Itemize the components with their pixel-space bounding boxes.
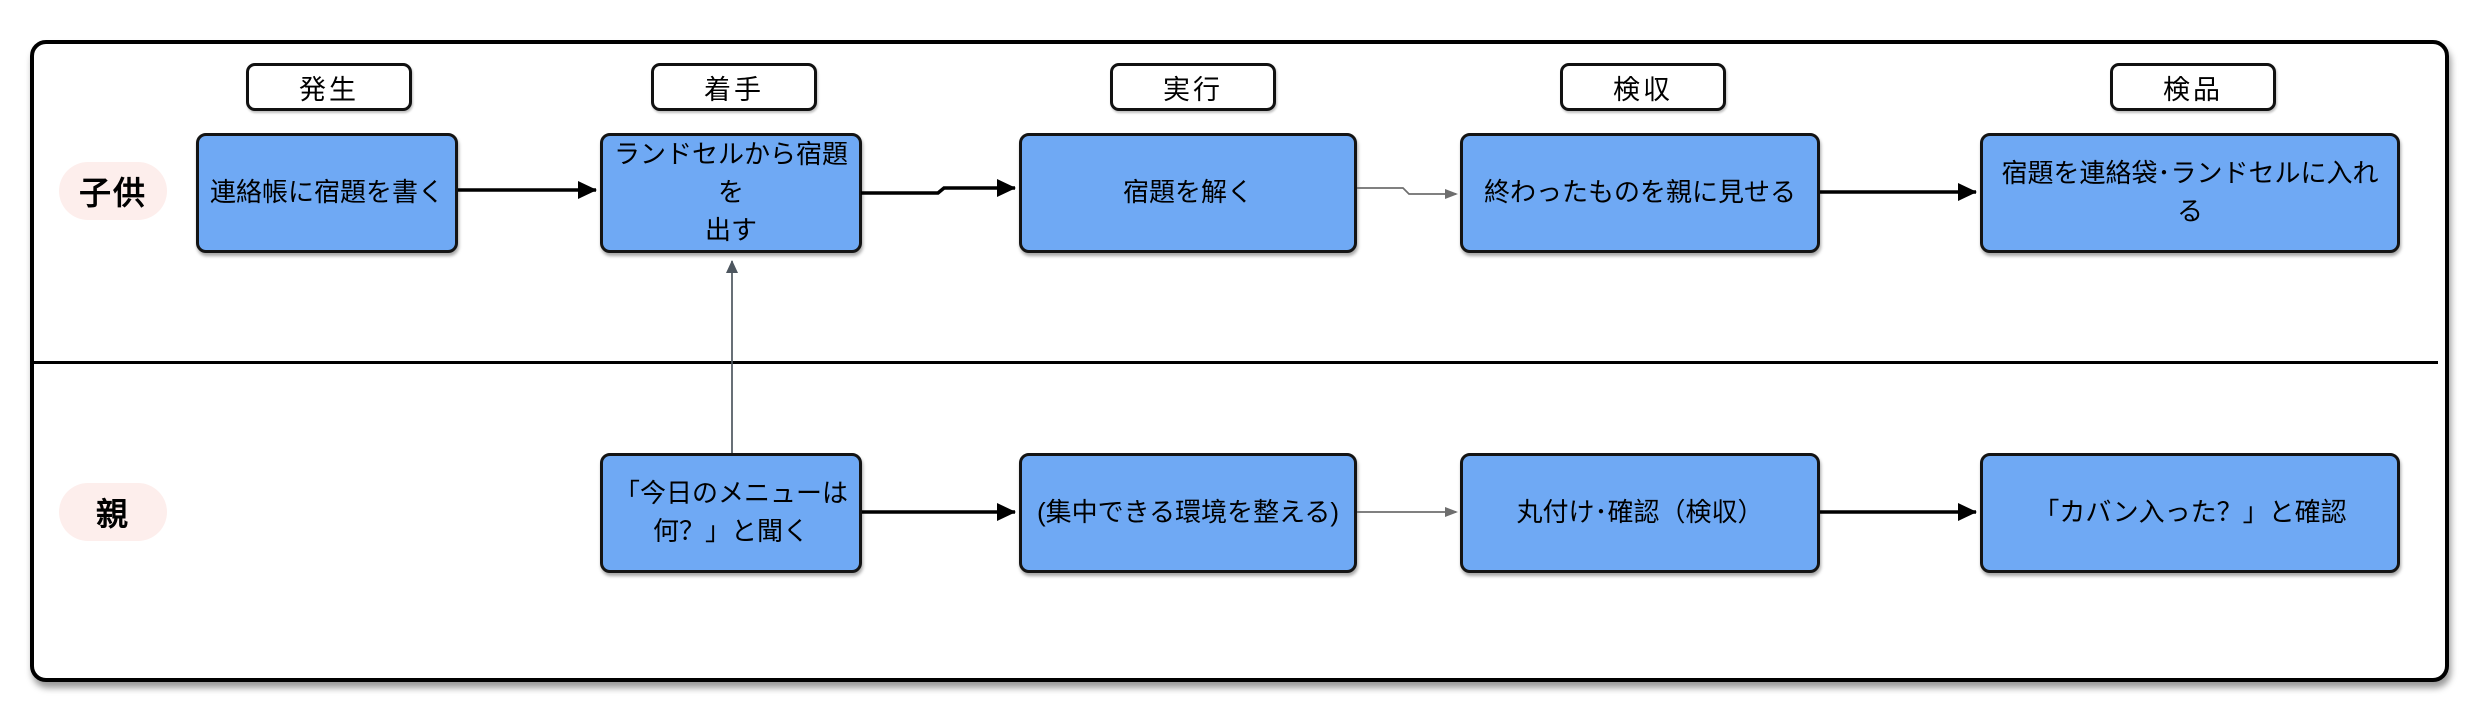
task-node-parent-1: 「今日のメニューは 何？」と聞く [600, 453, 862, 573]
task-node-child-5: 宿題を連絡袋･ランドセルに入れる [1980, 133, 2400, 253]
phase-label-4: 検収 [1560, 63, 1726, 111]
phase-label-2: 着手 [651, 63, 817, 111]
task-node-child-2: ランドセルから宿題を 出す [600, 133, 862, 253]
phase-label-3: 実行 [1110, 63, 1276, 111]
task-node-parent-3: 丸付け･確認（検収） [1460, 453, 1820, 573]
phase-label-5: 検品 [2110, 63, 2276, 111]
lane-label-child: 子供 [59, 162, 167, 220]
lane-divider [33, 361, 2438, 364]
task-node-child-1: 連絡帳に宿題を書く [196, 133, 458, 253]
task-node-child-3: 宿題を解く [1019, 133, 1357, 253]
task-node-child-4: 終わったものを親に見せる [1460, 133, 1820, 253]
lane-label-parent: 親 [59, 483, 167, 541]
task-node-parent-4: 「カバン入った？」と確認 [1980, 453, 2400, 573]
task-node-parent-2: (集中できる環境を整える) [1019, 453, 1357, 573]
phase-label-1: 発生 [246, 63, 412, 111]
